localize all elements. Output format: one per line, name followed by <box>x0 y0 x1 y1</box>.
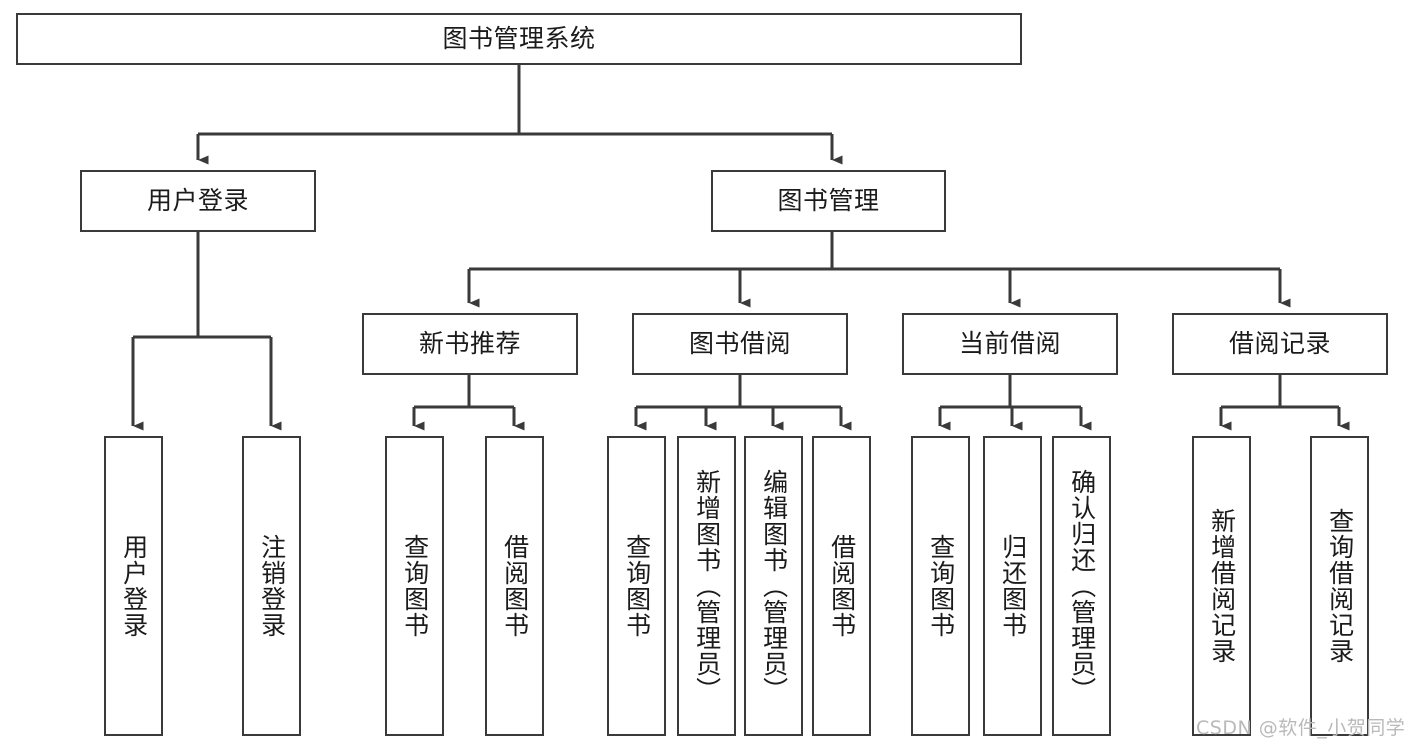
node-leaf-query-book-borrow[interactable]: 查询图书 <box>607 436 666 736</box>
node-root-system[interactable]: 图书管理系统 <box>16 13 1022 65</box>
node-label: 查询图书 <box>622 534 652 638</box>
node-leaf-borrow-book-newbook[interactable]: 借阅图书 <box>485 436 544 736</box>
node-borrow-record[interactable]: 借阅记录 <box>1172 313 1388 375</box>
node-leaf-add-borrow-record[interactable]: 新增借阅记录 <box>1192 436 1251 736</box>
node-leaf-logout[interactable]: 注销登录 <box>242 436 301 736</box>
node-leaf-return-book[interactable]: 归还图书 <box>983 436 1042 736</box>
node-label: 确认归还（管理员） <box>1067 469 1097 703</box>
node-label: 新增借阅记录 <box>1207 508 1237 664</box>
node-leaf-add-book-admin[interactable]: 新增图书（管理员） <box>677 436 736 736</box>
node-label: 用户登录 <box>119 534 149 638</box>
node-label: 查询图书 <box>400 534 430 638</box>
node-leaf-query-book-newbook[interactable]: 查询图书 <box>385 436 444 736</box>
node-new-book-recommend[interactable]: 新书推荐 <box>362 313 578 375</box>
node-leaf-confirm-return-admin[interactable]: 确认归还（管理员） <box>1052 436 1111 736</box>
node-label: 新书推荐 <box>418 329 521 359</box>
node-leaf-borrow-book[interactable]: 借阅图书 <box>812 436 871 736</box>
node-leaf-query-borrow-record[interactable]: 查询借阅记录 <box>1310 436 1369 736</box>
node-label: 归还图书 <box>998 534 1028 638</box>
node-label: 注销登录 <box>257 534 287 638</box>
node-label: 借阅图书 <box>827 534 857 638</box>
node-label: 新增图书（管理员） <box>692 469 722 703</box>
node-leaf-edit-book-admin[interactable]: 编辑图书（管理员） <box>744 436 803 736</box>
node-label: 编辑图书（管理员） <box>759 469 789 703</box>
node-book-management[interactable]: 图书管理 <box>711 170 946 232</box>
node-label: 图书借阅 <box>688 329 791 359</box>
node-label: 借阅记录 <box>1228 329 1331 359</box>
node-label: 查询借阅记录 <box>1325 508 1355 664</box>
node-leaf-user-login[interactable]: 用户登录 <box>104 436 163 736</box>
node-label: 图书管理系统 <box>442 24 596 54</box>
node-label: 借阅图书 <box>500 534 530 638</box>
node-label: 当前借阅 <box>958 329 1061 359</box>
node-label: 查询图书 <box>926 534 956 638</box>
watermark-text: CSDN @软件_小贺同学 <box>1196 717 1405 739</box>
node-label: 图书管理 <box>777 186 880 216</box>
node-current-borrow[interactable]: 当前借阅 <box>902 313 1118 375</box>
node-label: 用户登录 <box>146 186 249 216</box>
node-user-login[interactable]: 用户登录 <box>80 170 316 232</box>
node-leaf-query-book-current[interactable]: 查询图书 <box>911 436 970 736</box>
node-book-borrow[interactable]: 图书借阅 <box>632 313 848 375</box>
